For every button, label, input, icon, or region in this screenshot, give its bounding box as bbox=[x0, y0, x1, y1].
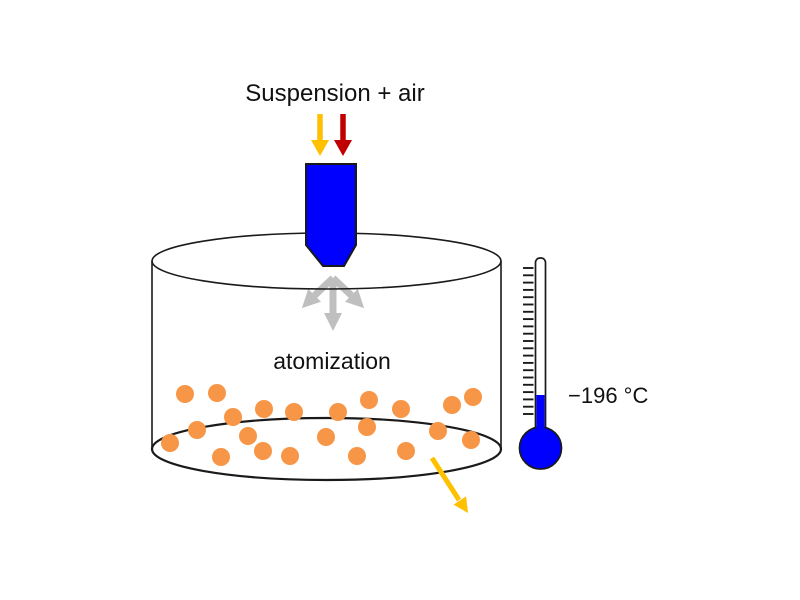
thermometer-mercury bbox=[536, 395, 545, 445]
droplet bbox=[443, 396, 461, 414]
spray-arrow-left-head bbox=[301, 289, 321, 309]
droplet bbox=[329, 403, 347, 421]
spray-arrows-icon bbox=[301, 275, 365, 331]
droplet bbox=[360, 391, 378, 409]
thermometer-ticks bbox=[523, 267, 534, 415]
droplet bbox=[188, 421, 206, 439]
air-arrow-icon bbox=[334, 114, 352, 156]
vessel bbox=[150, 232, 503, 482]
droplet bbox=[224, 408, 242, 426]
droplet bbox=[285, 403, 303, 421]
outlet-arrow-shaft bbox=[429, 456, 462, 502]
droplet bbox=[254, 442, 272, 460]
suspension-arrow-head bbox=[311, 140, 329, 156]
droplet bbox=[397, 442, 415, 460]
droplet bbox=[464, 388, 482, 406]
droplet bbox=[462, 431, 480, 449]
droplet bbox=[212, 448, 230, 466]
thermometer-icon bbox=[518, 257, 563, 470]
droplet bbox=[208, 384, 226, 402]
air-arrow-head bbox=[334, 140, 352, 156]
droplet bbox=[358, 418, 376, 436]
nozzle bbox=[305, 163, 357, 267]
spray-arrow-right-shaft bbox=[330, 275, 354, 298]
droplet bbox=[429, 422, 447, 440]
suspension-arrow-icon bbox=[311, 114, 329, 156]
droplet bbox=[255, 400, 273, 418]
temperature-label: −196 °C bbox=[568, 383, 649, 408]
outlet-arrow-icon bbox=[429, 456, 468, 513]
droplet bbox=[176, 385, 194, 403]
droplets bbox=[161, 384, 482, 466]
vessel-bottom-rim bbox=[150, 416, 503, 482]
title-label: Suspension + air bbox=[245, 80, 425, 107]
droplet bbox=[392, 400, 410, 418]
droplet bbox=[348, 447, 366, 465]
droplet bbox=[239, 427, 257, 445]
outlet-arrow-head bbox=[453, 496, 468, 513]
droplet bbox=[281, 447, 299, 465]
atomization-label: atomization bbox=[273, 348, 391, 374]
droplet bbox=[317, 428, 335, 446]
spray-arrow-right-head bbox=[345, 289, 365, 309]
spray-arrow-center-head bbox=[324, 313, 342, 331]
droplet bbox=[161, 434, 179, 452]
